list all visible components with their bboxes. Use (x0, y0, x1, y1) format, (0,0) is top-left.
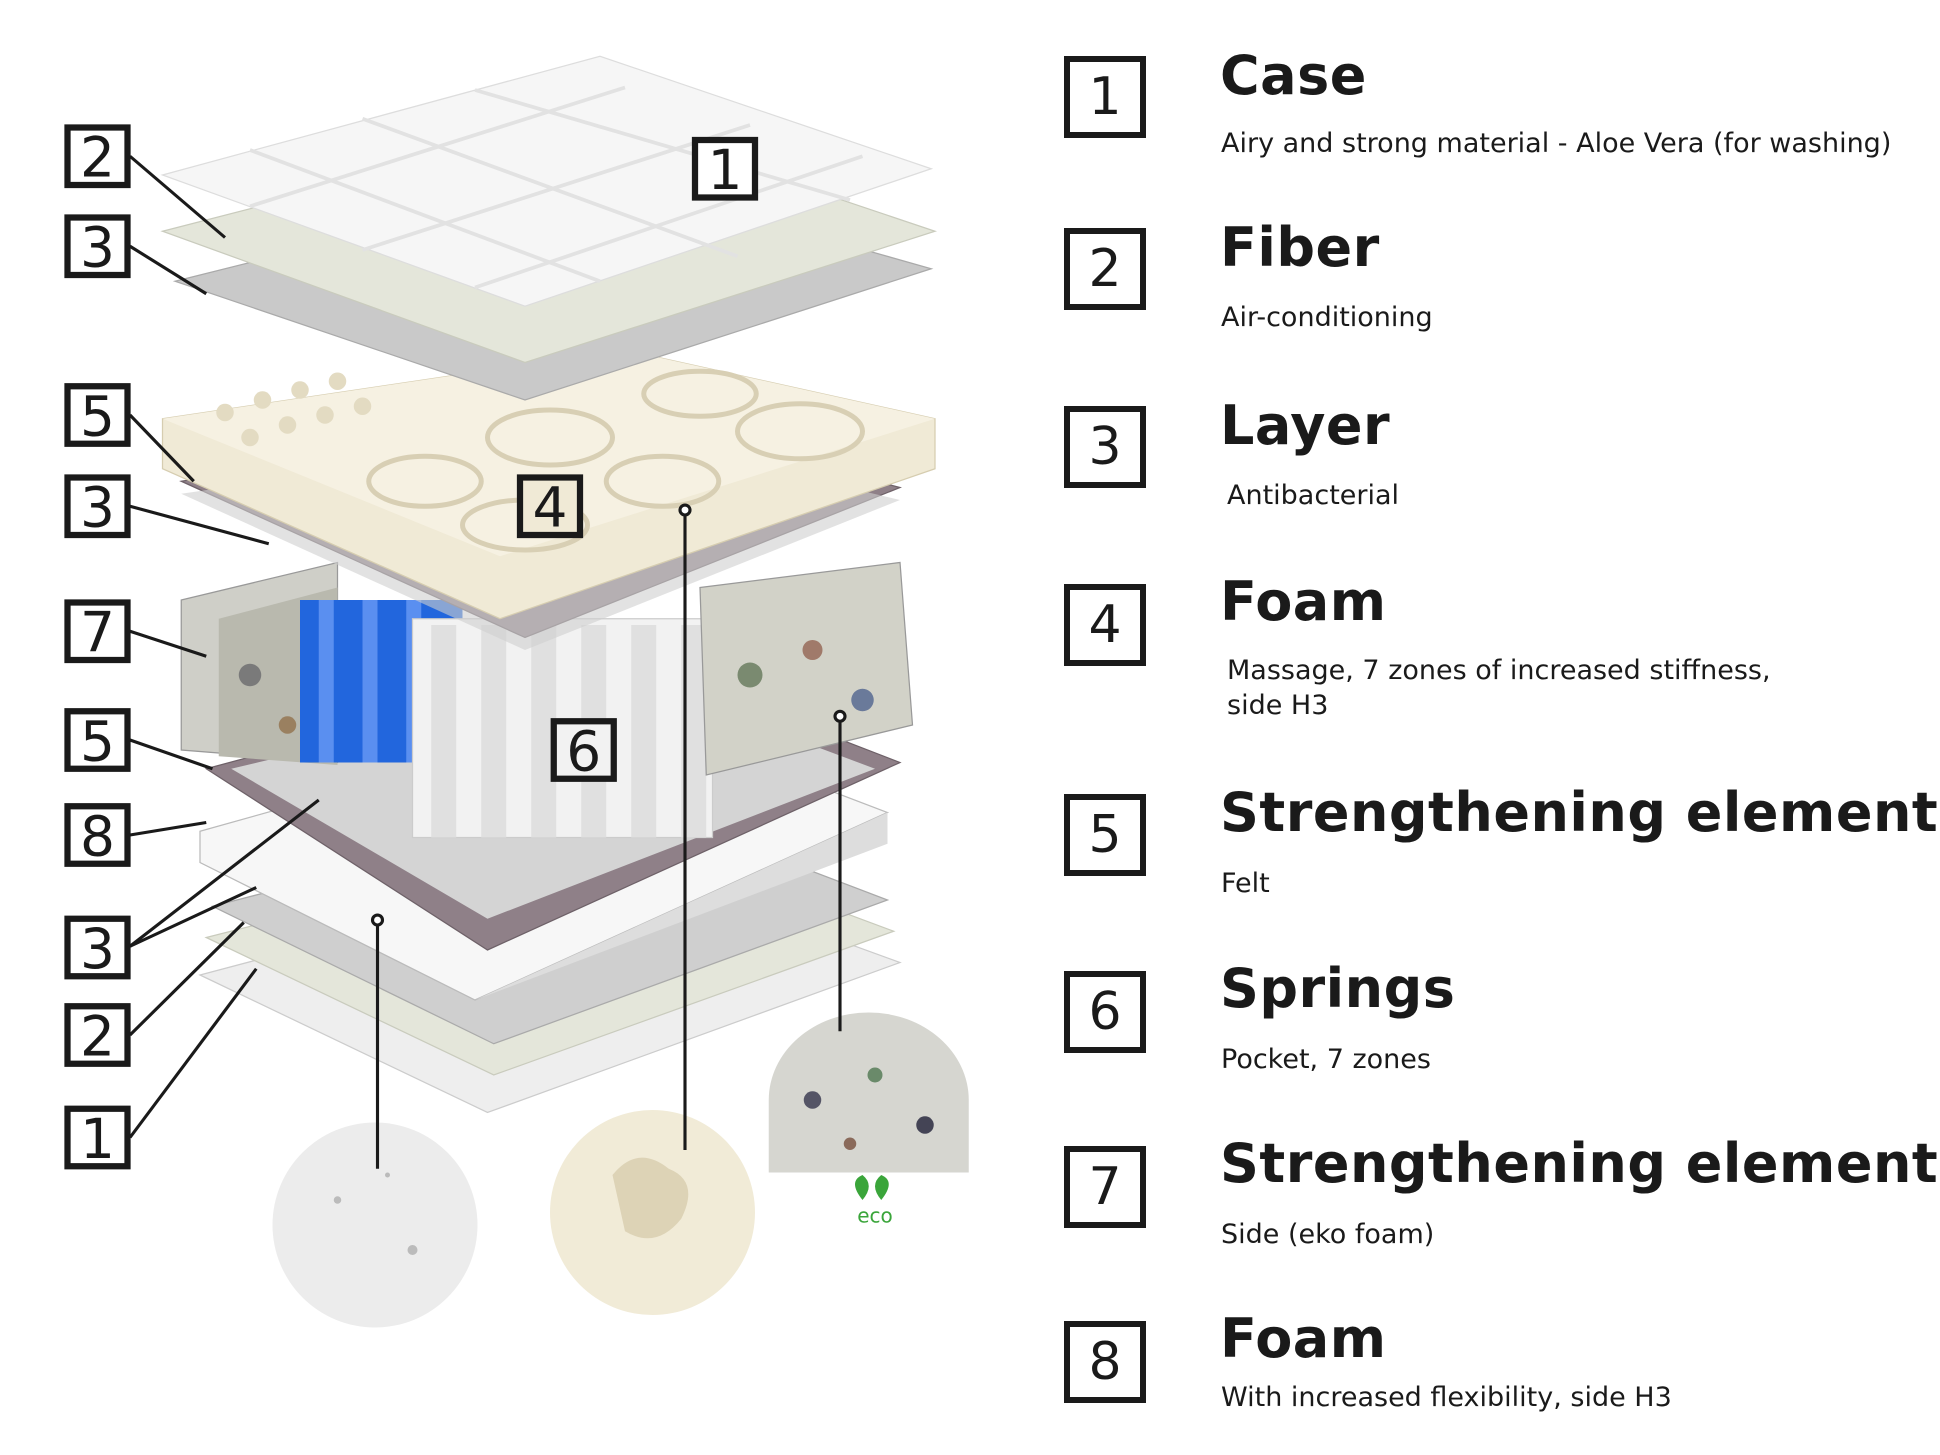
legend-number-5: 5 (1064, 794, 1146, 876)
legend-number-8: 8 (1064, 1321, 1146, 1403)
svg-text:7: 7 (80, 601, 115, 665)
side-label-2: 2 (64, 1003, 131, 1068)
svg-text:8: 8 (80, 804, 115, 868)
legend-title-springs: Springs (1220, 957, 1456, 1020)
svg-text:3: 3 (80, 476, 115, 540)
legend-number-7: 7 (1064, 1146, 1146, 1228)
svg-text:1: 1 (80, 1107, 115, 1171)
inline-labels: 1 4 6 (516, 136, 759, 783)
side-label-5: 5 (64, 383, 131, 448)
legend-title-case: Case (1220, 44, 1367, 107)
legend-desc-foam: Massage, 7 zones of increased stiffness, (1227, 655, 1771, 686)
legend-desc-springs: Pocket, 7 zones (1221, 1044, 1431, 1075)
legend-number-2: 2 (1064, 228, 1146, 310)
legend-number-4: 4 (1064, 584, 1146, 666)
legend-number-1: 1 (1064, 56, 1146, 138)
legend-number-3: 3 (1064, 406, 1146, 488)
legend-desc-felt: Felt (1221, 868, 1270, 899)
leader-lines (128, 155, 842, 1169)
side-label-5: 5 (64, 708, 131, 773)
svg-text:3: 3 (80, 216, 115, 280)
legend-desc-case: Airy and strong material - Aloe Vera (fo… (1221, 128, 1892, 159)
svg-text:3: 3 (80, 917, 115, 981)
svg-text:5: 5 (80, 384, 115, 448)
legend-title-strengthening-side: Strengthening element (1220, 1132, 1939, 1195)
side-label-3: 3 (64, 474, 131, 540)
inline-label-4: 4 (516, 474, 584, 540)
svg-text:6: 6 (566, 719, 601, 783)
side-label-3: 3 (64, 915, 131, 981)
side-labels: 2 3 5 3 7 5 8 3 2 1 (64, 124, 131, 1171)
memory-foam-hand-sample (550, 1110, 755, 1315)
side-label-1: 1 (64, 1105, 131, 1171)
svg-text:5: 5 (80, 709, 115, 773)
top-case-layer (160, 55, 934, 307)
eco-badge-text: eco (857, 1204, 893, 1228)
svg-text:2: 2 (80, 126, 115, 190)
legend-desc-fiber: Air-conditioning (1221, 302, 1433, 333)
eco-leaf-icon: eco (855, 1175, 893, 1228)
side-label-3: 3 (64, 214, 131, 280)
side-label-7: 7 (64, 599, 131, 665)
legend-desc-layer: Antibacterial (1227, 480, 1400, 511)
side-label-2: 2 (64, 124, 131, 190)
side-label-8: 8 (64, 803, 131, 868)
legend-desc-foam-line2: side H3 (1227, 690, 1329, 721)
legend-number-6: 6 (1064, 971, 1146, 1053)
legend-title-strengthening-felt: Strengthening element (1220, 781, 1939, 844)
eco-foam-sample (768, 1012, 969, 1173)
svg-text:1: 1 (708, 138, 743, 202)
legend-title-fiber: Fiber (1220, 216, 1380, 279)
springs-block (180, 561, 914, 839)
legend-title-foam-flexible: Foam (1220, 1307, 1387, 1370)
legend-desc-side: Side (eko foam) (1221, 1219, 1435, 1250)
legend-title-layer: Layer (1220, 394, 1391, 457)
inline-label-6: 6 (550, 718, 617, 783)
foam-sample-circle (272, 1122, 478, 1328)
svg-text:4: 4 (533, 476, 568, 540)
svg-text:2: 2 (80, 1004, 115, 1068)
legend-title-foam: Foam (1220, 570, 1387, 633)
inline-label-1: 1 (691, 136, 759, 202)
legend-desc-foam-flexible: With increased flexibility, side H3 (1221, 1382, 1672, 1413)
